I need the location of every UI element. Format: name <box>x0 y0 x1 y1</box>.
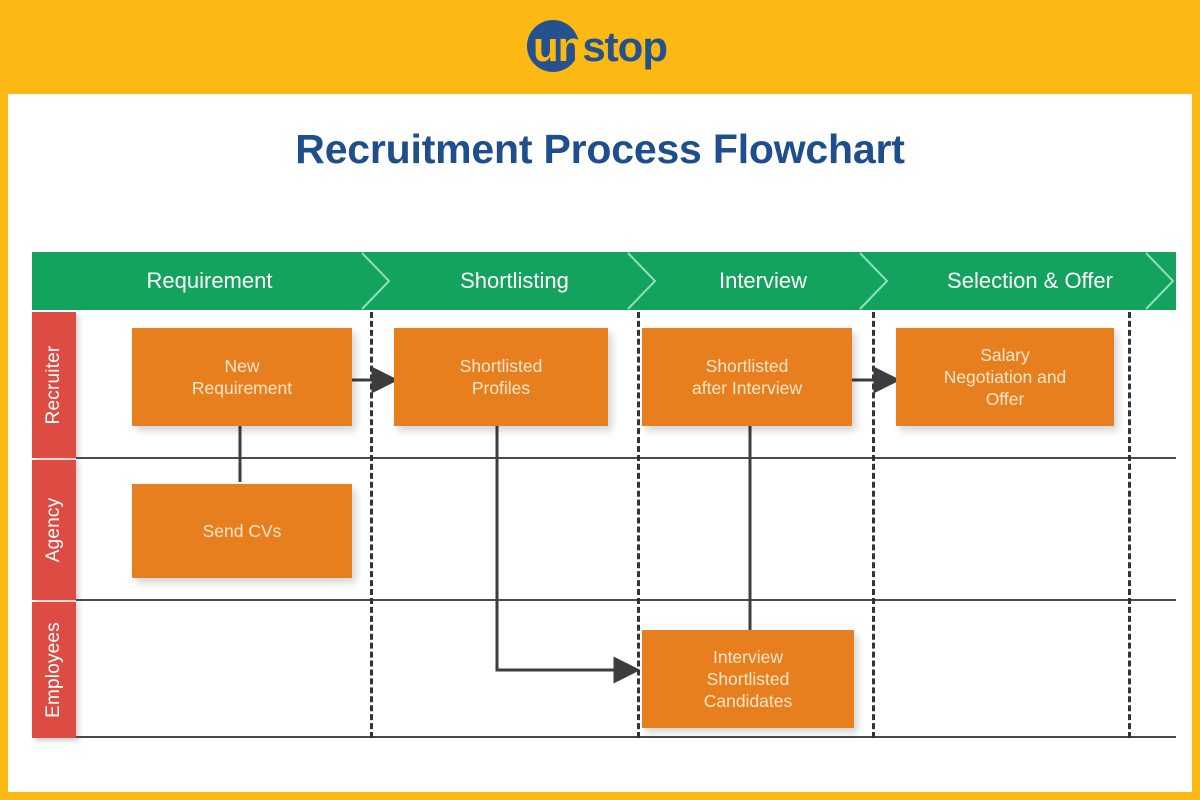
node-shortlisted-profiles[interactable]: Shortlisted Profiles <box>394 328 608 426</box>
node-shortlisted-after-interview[interactable]: Shortlisted after Interview <box>642 328 852 426</box>
node-line: after Interview <box>692 378 802 398</box>
node-line: Requirement <box>191 378 293 398</box>
phase-column-divider <box>1128 312 1131 738</box>
lane-label-employees: Employees <box>32 602 76 738</box>
node-line: New <box>224 356 260 376</box>
node-line: Send CVs <box>202 521 282 541</box>
node-line: Profiles <box>471 378 531 398</box>
connector-shortlistedprofiles-to-interviewcandidates <box>495 425 641 684</box>
phase-selection-and-offer: Selection & Offer <box>874 252 1176 310</box>
logo-prefix: un <box>533 23 583 70</box>
node-line: Shortlisted <box>706 669 790 689</box>
node-interview-shortlisted-candidates[interactable]: Interview Shortlisted Candidates <box>642 630 854 728</box>
lane-label-agency: Agency <box>32 460 76 600</box>
node-line: Candidates <box>703 691 793 711</box>
phase-interview: Interview <box>642 252 874 310</box>
node-line: Shortlisted <box>459 356 543 376</box>
lane-label-text: Agency <box>43 497 64 563</box>
phase-label: Requirement <box>146 268 273 293</box>
phase-band: Requirement Shortlisting Interview Selec… <box>32 252 1176 310</box>
node-send-cvs[interactable]: Send CVs <box>132 484 352 578</box>
content-card: Recruitment Process Flowchart Requiremen… <box>8 94 1192 792</box>
recruitment-flowchart: Requirement Shortlisting Interview Selec… <box>32 252 1176 752</box>
phase-column-divider <box>637 312 640 738</box>
lane-divider <box>76 457 1176 459</box>
node-line: Interview <box>712 647 783 667</box>
node-salary-negotiation-and-offer[interactable]: Salary Negotiation and Offer <box>896 328 1114 426</box>
lane-label-text: Recruiter <box>43 345 64 425</box>
phase-column-divider <box>370 312 373 738</box>
page-title: Recruitment Process Flowchart <box>295 126 905 172</box>
phase-column-divider <box>872 312 875 738</box>
lane-label-recruiter: Recruiter <box>32 312 76 458</box>
lane-label-text: Employees <box>43 622 64 718</box>
lane-divider-bottom <box>76 736 1176 738</box>
lane-divider <box>76 599 1176 601</box>
phase-label: Shortlisting <box>460 268 569 293</box>
phase-requirement: Requirement <box>32 252 377 310</box>
logo-wordmark: unstop <box>533 18 668 76</box>
phase-label: Interview <box>718 268 808 293</box>
brand-header: unstop <box>0 0 1200 94</box>
node-line: Offer <box>985 389 1025 409</box>
phase-shortlisting: Shortlisting <box>377 252 642 310</box>
logo-suffix: stop <box>582 23 668 70</box>
phase-label: Selection & Offer <box>947 268 1113 293</box>
logo-circle-icon <box>527 20 580 72</box>
unstop-logo: unstop <box>527 17 668 77</box>
node-line: Shortlisted <box>705 356 789 376</box>
node-line: Salary <box>980 345 1030 365</box>
node-new-requirement[interactable]: New Requirement <box>132 328 352 426</box>
node-line: Negotiation and <box>943 367 1067 387</box>
